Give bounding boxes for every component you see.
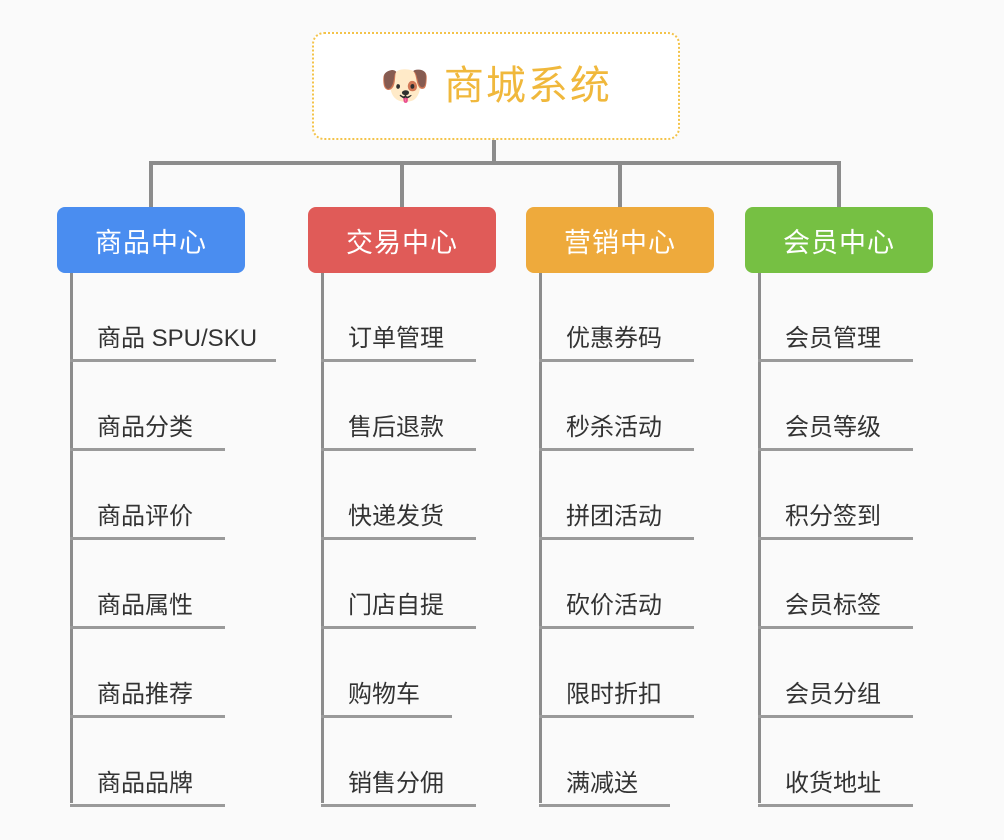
leaf-label: 商品评价 bbox=[97, 503, 193, 530]
leaf-underline bbox=[758, 359, 913, 362]
leaf-label: 商品品牌 bbox=[97, 770, 193, 797]
branch-stem-connector-3 bbox=[618, 161, 622, 207]
leaf-underline bbox=[539, 715, 694, 718]
branch-header-2[interactable]: 交易中心 bbox=[308, 207, 496, 273]
root-stem-connector bbox=[492, 140, 496, 164]
leaf-label: 秒杀活动 bbox=[566, 414, 662, 441]
leaf-underline bbox=[70, 804, 225, 807]
branch-header-label-2: 交易中心 bbox=[346, 227, 458, 258]
branch-header-4[interactable]: 会员中心 bbox=[745, 207, 933, 273]
branch-header-3[interactable]: 营销中心 bbox=[526, 207, 714, 273]
leaf-label: 商品推荐 bbox=[97, 681, 193, 708]
leaf-underline bbox=[321, 804, 476, 807]
leaf-underline bbox=[539, 537, 694, 540]
leaf-label: 收货地址 bbox=[785, 770, 881, 797]
leaf-label: 限时折扣 bbox=[566, 681, 662, 708]
branch-header-label-3: 营销中心 bbox=[564, 227, 676, 258]
leaf-label: 会员管理 bbox=[785, 325, 881, 352]
leaf-label: 拼团活动 bbox=[566, 503, 662, 530]
leaf-underline bbox=[758, 804, 913, 807]
leaf-underline bbox=[539, 359, 694, 362]
leaf-label: 快递发货 bbox=[348, 503, 444, 530]
leaf-label: 砍价活动 bbox=[566, 592, 662, 619]
root-title: 商城系统 bbox=[443, 64, 612, 108]
leaf-label: 满减送 bbox=[566, 770, 638, 797]
branch-header-label-1: 商品中心 bbox=[95, 227, 207, 258]
leaf-underline bbox=[321, 537, 476, 540]
leaf-underline bbox=[70, 715, 225, 718]
leaf-label: 商品 SPU/SKU bbox=[97, 325, 258, 352]
leaf-label: 商品属性 bbox=[97, 592, 193, 619]
branch-header-label-4: 会员中心 bbox=[783, 227, 895, 258]
branch-header-1[interactable]: 商品中心 bbox=[57, 207, 245, 273]
leaf-label: 优惠券码 bbox=[566, 325, 662, 352]
leaf-label: 商品分类 bbox=[97, 414, 193, 441]
leaf-underline bbox=[70, 359, 276, 362]
leaf-label: 会员标签 bbox=[785, 592, 881, 619]
branch-stem-connector-4 bbox=[837, 161, 841, 207]
leaf-label: 积分签到 bbox=[785, 503, 881, 530]
leaf-underline bbox=[758, 448, 913, 451]
leaf-underline bbox=[321, 359, 476, 362]
leaf-label: 门店自提 bbox=[348, 592, 444, 619]
leaf-underline bbox=[321, 715, 452, 718]
leaf-label: 销售分佣 bbox=[348, 770, 444, 797]
leaf-underline bbox=[539, 804, 670, 807]
leaf-label: 购物车 bbox=[348, 681, 420, 708]
leaf-underline bbox=[70, 626, 225, 629]
dog-face-icon: 🐶 bbox=[380, 64, 430, 108]
leaf-underline bbox=[758, 715, 913, 718]
root-node[interactable]: 🐶 商城系统 bbox=[312, 32, 680, 140]
branch-bus-connector bbox=[149, 161, 841, 165]
leaf-underline bbox=[70, 537, 225, 540]
leaf-underline bbox=[321, 448, 476, 451]
leaf-label: 售后退款 bbox=[348, 414, 444, 441]
leaf-label: 会员分组 bbox=[785, 681, 881, 708]
leaf-label: 订单管理 bbox=[348, 325, 444, 352]
leaf-underline bbox=[70, 448, 225, 451]
leaf-underline bbox=[539, 626, 694, 629]
leaf-underline bbox=[758, 626, 913, 629]
branch-stem-connector-1 bbox=[149, 161, 153, 207]
leaf-underline bbox=[321, 626, 476, 629]
leaf-underline bbox=[758, 537, 913, 540]
branch-stem-connector-2 bbox=[400, 161, 404, 207]
leaf-label: 会员等级 bbox=[785, 414, 881, 441]
leaf-underline bbox=[539, 448, 694, 451]
